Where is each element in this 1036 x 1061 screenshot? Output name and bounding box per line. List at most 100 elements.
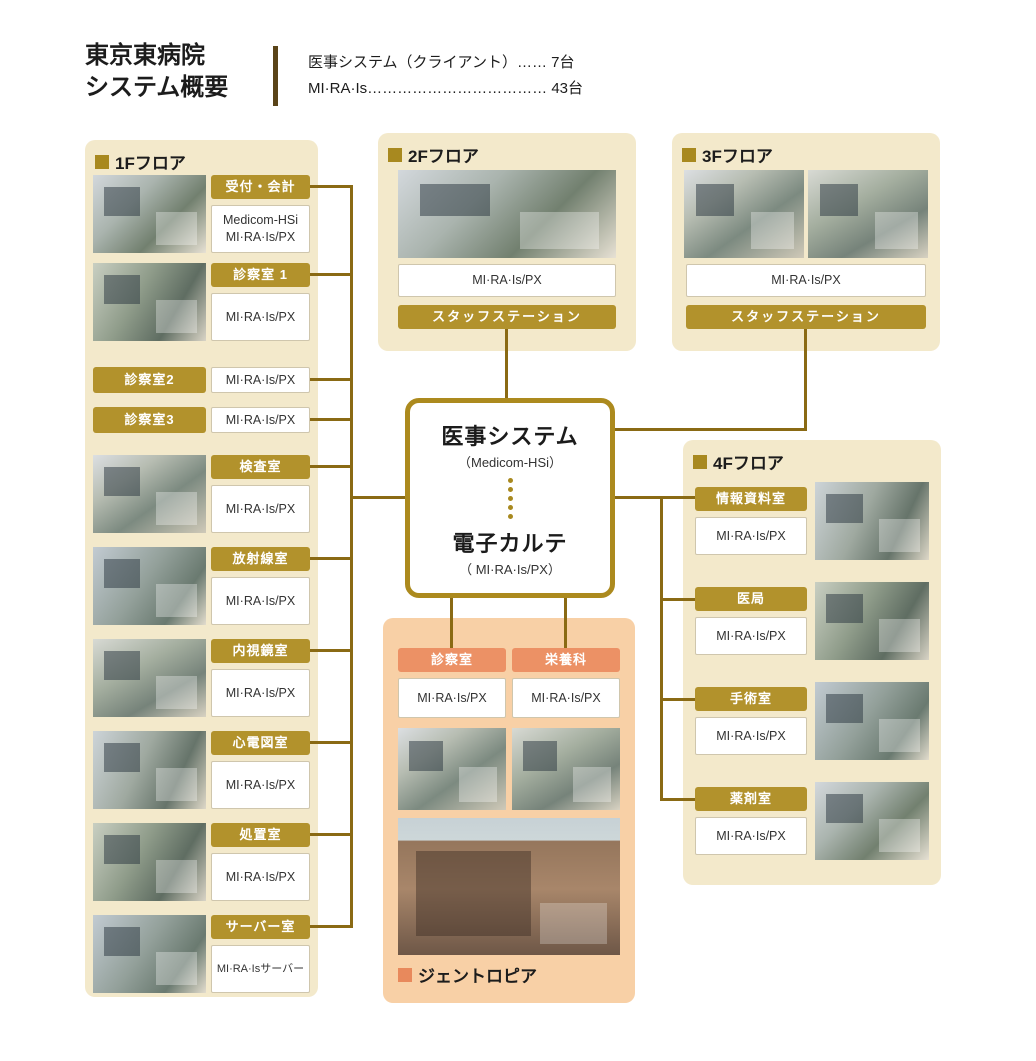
system-box-ecg: MI·RA·Is/PX <box>211 761 310 809</box>
photo-endoscopy <box>93 639 206 717</box>
system-box-exam3: MI·RA·Is/PX <box>211 407 310 433</box>
photo-floor2-station <box>398 170 616 258</box>
floor3-connector-line <box>615 428 807 431</box>
room-label-ecg: 心電図室 <box>211 731 310 755</box>
system-name: MI·RA·Is/PX <box>225 372 296 387</box>
gentropia-panel: 診察室 MI·RA·Is/PX 栄養科 MI·RA·Is/PX ジェントロピア <box>383 618 635 1003</box>
connector-line <box>350 496 405 499</box>
system-box-nutrition: MI·RA·Is/PX <box>512 678 620 718</box>
system-name: MI·RA·Is/PX <box>225 685 296 700</box>
system-box-server: MI·RA·Isサーバー <box>211 945 310 993</box>
floor4-panel: 4Fフロア 情報資料室 MI·RA·Is/PX 医局 MI·RA·Is/PX 手… <box>683 440 941 885</box>
system-box-pharmacy: MI·RA·Is/PX <box>695 817 807 855</box>
floor2-panel: 2Fフロア MI·RA·Is/PX スタッフステーション <box>378 133 636 351</box>
system-name: MI·RA·Is/PX <box>531 690 601 705</box>
floor1-title: 1Fフロア <box>95 149 186 174</box>
connector-line <box>310 741 352 744</box>
floor4-title: 4Fフロア <box>693 449 784 474</box>
photo-laboratory <box>93 455 206 533</box>
medical-system-sublabel: （Medicom-HSi） <box>457 454 562 470</box>
floor3-panel: 3Fフロア MI·RA·Is/PX スタッフステーション <box>672 133 940 351</box>
gentropia-connector-line <box>450 598 453 648</box>
system-box-reception: Medicom-HSi MI·RA·Is/PX <box>211 205 310 253</box>
square-bullet-icon <box>95 154 109 169</box>
room-label-operating-room: 手術室 <box>695 687 807 711</box>
square-bullet-icon <box>682 147 696 162</box>
title-divider <box>273 46 278 106</box>
connector-line <box>310 649 352 652</box>
system-box-radiology: MI·RA·Is/PX <box>211 577 310 625</box>
connector-line <box>310 465 352 468</box>
floor2-connector-line <box>505 329 508 398</box>
connector-line <box>310 378 352 381</box>
photo-floor3-left <box>684 170 804 258</box>
connector-line <box>310 185 352 188</box>
photo-doctors-office <box>815 582 929 660</box>
system-box-info-resource: MI·RA·Is/PX <box>695 517 807 555</box>
page-title: 東京東病院 システム概要 <box>85 40 228 103</box>
room-label-server: サーバー室 <box>211 915 310 939</box>
photo-treatment-room <box>93 823 206 901</box>
staff-station-bar: スタッフステーション <box>686 305 926 329</box>
photo-ecg-room <box>93 731 206 809</box>
photo-info-resource <box>815 482 929 560</box>
system-box-laboratory: MI·RA·Is/PX <box>211 485 310 533</box>
system-name: MI·RA·Is/PX <box>225 869 296 884</box>
room-label-exam3: 診察室3 <box>93 407 206 433</box>
system-name: MI·RA·Is/PX <box>472 273 542 288</box>
room-label-reception: 受付・会計 <box>211 175 310 199</box>
system-box-treatment: MI·RA·Is/PX <box>211 853 310 901</box>
page-title-line2: システム概要 <box>85 73 229 101</box>
system-name: MI·RA·Is/PX <box>417 690 487 705</box>
floor3-title: 3Fフロア <box>682 142 773 167</box>
room-label-info-resource: 情報資料室 <box>695 487 807 511</box>
system-box-floor2: MI·RA·Is/PX <box>398 264 616 297</box>
photo-operating-room <box>815 682 929 760</box>
medical-system-label: 医事システム <box>441 423 579 449</box>
floor2-title: 2Fフロア <box>388 142 479 167</box>
system-name: MI·RA·Is/PX <box>716 728 786 743</box>
gentropia-title: ジェントロピア <box>398 962 537 987</box>
photo-reception <box>93 175 206 253</box>
system-box-exam2: MI·RA·Is/PX <box>211 367 310 393</box>
room-label-doctors-office: 医局 <box>695 587 807 611</box>
photo-floor3-right <box>808 170 928 258</box>
room-label-exam1: 診察室 1 <box>211 263 310 287</box>
system-box-exam1: MI·RA·Is/PX <box>211 293 310 341</box>
system-name: MI·RA·Is/PX <box>225 593 296 608</box>
floor3-title-label: 3Fフロア <box>702 147 773 166</box>
connector-line <box>660 798 695 801</box>
staff-station-bar: スタッフステーション <box>398 305 616 329</box>
system-name: MI·RA·Is/PX <box>716 828 786 843</box>
room-label-pharmacy: 薬剤室 <box>695 787 807 811</box>
system-box-doctors-office: MI·RA·Is/PX <box>695 617 807 655</box>
floor2-title-label: 2Fフロア <box>408 147 479 166</box>
floor4-trunk-line <box>660 496 663 801</box>
legend-line-mirais: MI·RA·Is……………………………… 43台 <box>308 80 584 98</box>
photo-pharmacy <box>815 782 929 860</box>
photo-radiology <box>93 547 206 625</box>
system-name: MI·RA·Is/PX <box>225 501 296 516</box>
photo-exam-room1 <box>93 263 206 341</box>
vertical-dots-connector <box>507 477 513 519</box>
system-box-floor3: MI·RA·Is/PX <box>686 264 926 297</box>
floor4-title-label: 4Fフロア <box>713 454 784 473</box>
floor4-connector-line <box>615 496 695 499</box>
system-name: MI·RA·Is/PX <box>716 628 786 643</box>
ehr-system-label: 電子カルテ <box>452 530 568 556</box>
system-name: Medicom-HSi <box>222 213 298 228</box>
photo-gentropia-exam <box>398 728 506 810</box>
photo-server-room <box>93 915 206 993</box>
floor3-connector-line <box>804 329 807 431</box>
square-bullet-icon <box>398 967 412 982</box>
connector-line <box>310 925 352 928</box>
connector-line <box>310 418 352 421</box>
system-name: MI·RA·Isサーバー <box>216 962 305 975</box>
ehr-system-sublabel: （ MI·RA·Is/PX） <box>459 561 561 577</box>
floor1-title-label: 1Fフロア <box>115 154 186 173</box>
system-box-gentropia-exam: MI·RA·Is/PX <box>398 678 506 718</box>
room-label-gentropia-exam: 診察室 <box>398 648 506 672</box>
photo-gentropia-building <box>398 818 620 955</box>
system-name: MI·RA·Is/PX <box>225 777 296 792</box>
